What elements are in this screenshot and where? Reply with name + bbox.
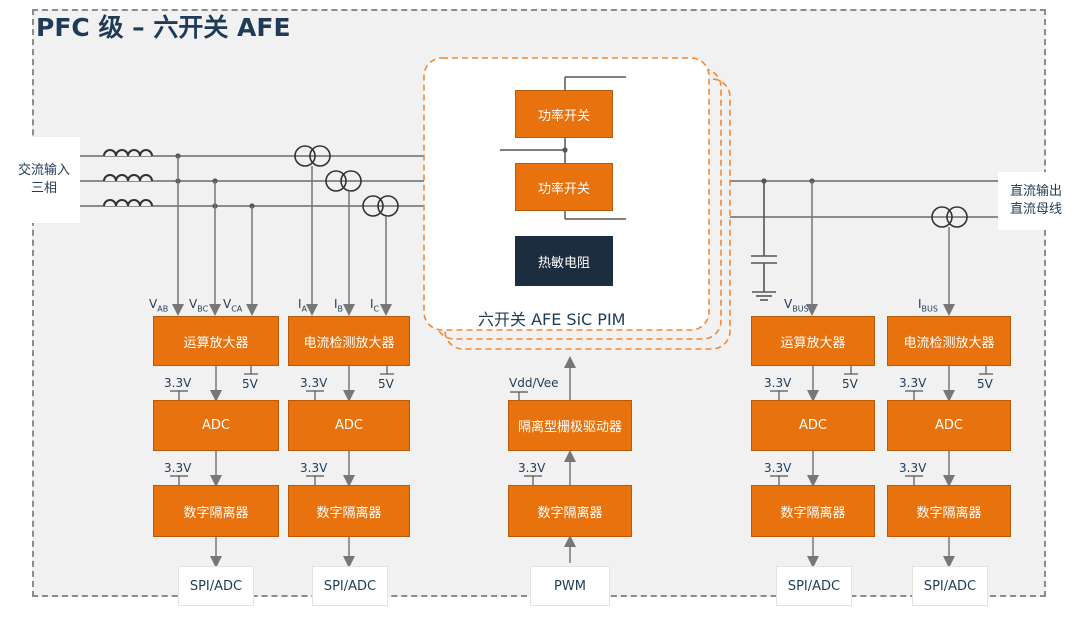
label-v-ca: VCA	[223, 297, 243, 314]
digital-isolator-block: 数字隔离器	[887, 485, 1011, 537]
adc-block: ADC	[288, 400, 410, 451]
inductors	[103, 149, 153, 207]
thermistor: 热敏电阻	[515, 236, 613, 286]
label-i-bus: IBUS	[918, 297, 938, 314]
rail-3v3-label: 3.3V	[300, 461, 328, 475]
label-i-b: IB	[334, 297, 344, 314]
adc-block: ADC	[153, 400, 279, 451]
label-v-ab: VAB	[149, 297, 169, 314]
rail-5v-label: 5V	[242, 377, 258, 391]
rail-5v-label: 5V	[977, 377, 993, 391]
gate-driver-block: 隔离型栅极驱动器	[508, 400, 632, 451]
rail-3v3-label: 3.3V	[164, 461, 192, 475]
current-transformer-icon	[362, 195, 399, 217]
label-v-bc: VBC	[189, 297, 209, 314]
bus-op-amp-block: 运算放大器	[751, 316, 875, 366]
adc-block: ADC	[887, 400, 1011, 451]
rail-3v3-label: 3.3V	[899, 376, 927, 390]
rail-3v3-label: 3.3V	[300, 376, 328, 390]
digital-isolator-block: 数字隔离器	[751, 485, 875, 537]
dc-output-line2: 直流母线	[1009, 202, 1062, 217]
spi-adc-output: SPI/ADC	[312, 566, 388, 606]
spi-adc-output: SPI/ADC	[912, 566, 988, 606]
current-transformer-icon	[931, 206, 968, 228]
current-transformer-icon	[325, 170, 362, 192]
ac-input-line1: 交流输入	[17, 163, 70, 178]
pwm-input: PWM	[530, 566, 610, 606]
label-v-bus: VBUS	[784, 297, 809, 314]
rail-3v3-label: 3.3V	[764, 461, 792, 475]
spi-adc-output: SPI/ADC	[776, 566, 852, 606]
rail-5v-label: 5V	[842, 377, 858, 391]
label-i-c: IC	[370, 297, 380, 314]
rail-vdd-vee-label: Vdd/Vee	[509, 376, 559, 390]
inductor-icon	[103, 199, 153, 207]
digital-isolator-block: 数字隔离器	[508, 485, 632, 537]
dc-output-box: 直流输出 直流母线	[998, 172, 1074, 230]
pim-label: 六开关 AFE SiC PIM	[478, 310, 626, 329]
label-i-a: IA	[298, 297, 308, 314]
bus-capacitor-icon	[751, 181, 777, 301]
adc-block: ADC	[751, 400, 875, 451]
op-amp-block: 运算放大器	[153, 316, 279, 366]
rail-3v3-label: 3.3V	[764, 376, 792, 390]
inductor-icon	[103, 174, 153, 182]
rail-3v3-label: 3.3V	[164, 376, 192, 390]
rail-3v3-label: 3.3V	[518, 461, 546, 475]
inductor-icon	[103, 149, 153, 157]
ac-input-line2: 三相	[30, 181, 57, 196]
dc-output-line1: 直流输出	[1009, 184, 1062, 199]
bus-current-sense-amp-block: 电流检测放大器	[887, 316, 1011, 366]
current-sense-amp-block: 电流检测放大器	[288, 316, 410, 366]
rail-3v3-label: 3.3V	[899, 461, 927, 475]
digital-isolator-block: 数字隔离器	[153, 485, 279, 537]
current-transformer-icon	[294, 145, 331, 167]
diagram-title: PFC 级 – 六开关 AFE	[36, 13, 291, 42]
digital-isolator-block: 数字隔离器	[288, 485, 410, 537]
power-switch-1: 功率开关	[515, 90, 613, 138]
power-switch-2: 功率开关	[515, 163, 613, 211]
rail-5v-label: 5V	[378, 377, 394, 391]
ac-input-box: 交流输入 三相	[8, 137, 80, 223]
spi-adc-output: SPI/ADC	[178, 566, 254, 606]
